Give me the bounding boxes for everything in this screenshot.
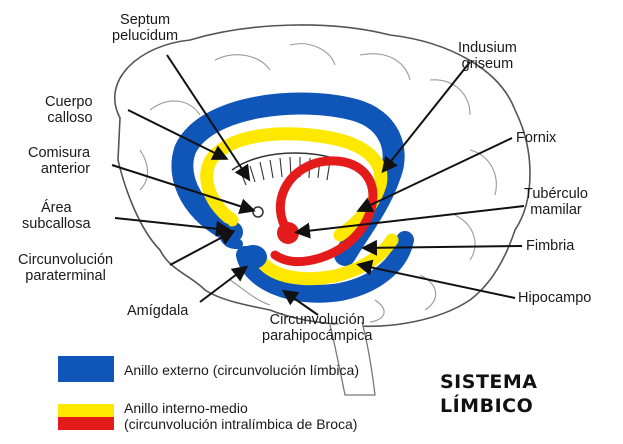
mammillary-body — [277, 222, 299, 244]
legend-inner-swatch-yellow — [58, 404, 114, 417]
label-hipocampo: Hipocampo — [518, 290, 591, 306]
legend-inner-text: Anillo interno-medio(circunvolución intr… — [124, 400, 357, 432]
label-fimbria: Fimbria — [526, 238, 574, 254]
legend-outer-swatch — [58, 356, 114, 382]
label-fornix: Fornix — [516, 130, 556, 146]
label-amigdala: Amígdala — [127, 303, 188, 319]
legend-inner-swatch-red — [58, 417, 114, 430]
legend-outer-text: Anillo externo (circunvolución límbica) — [124, 362, 359, 378]
anterior-commissure — [253, 207, 263, 217]
amygdala — [239, 245, 267, 269]
